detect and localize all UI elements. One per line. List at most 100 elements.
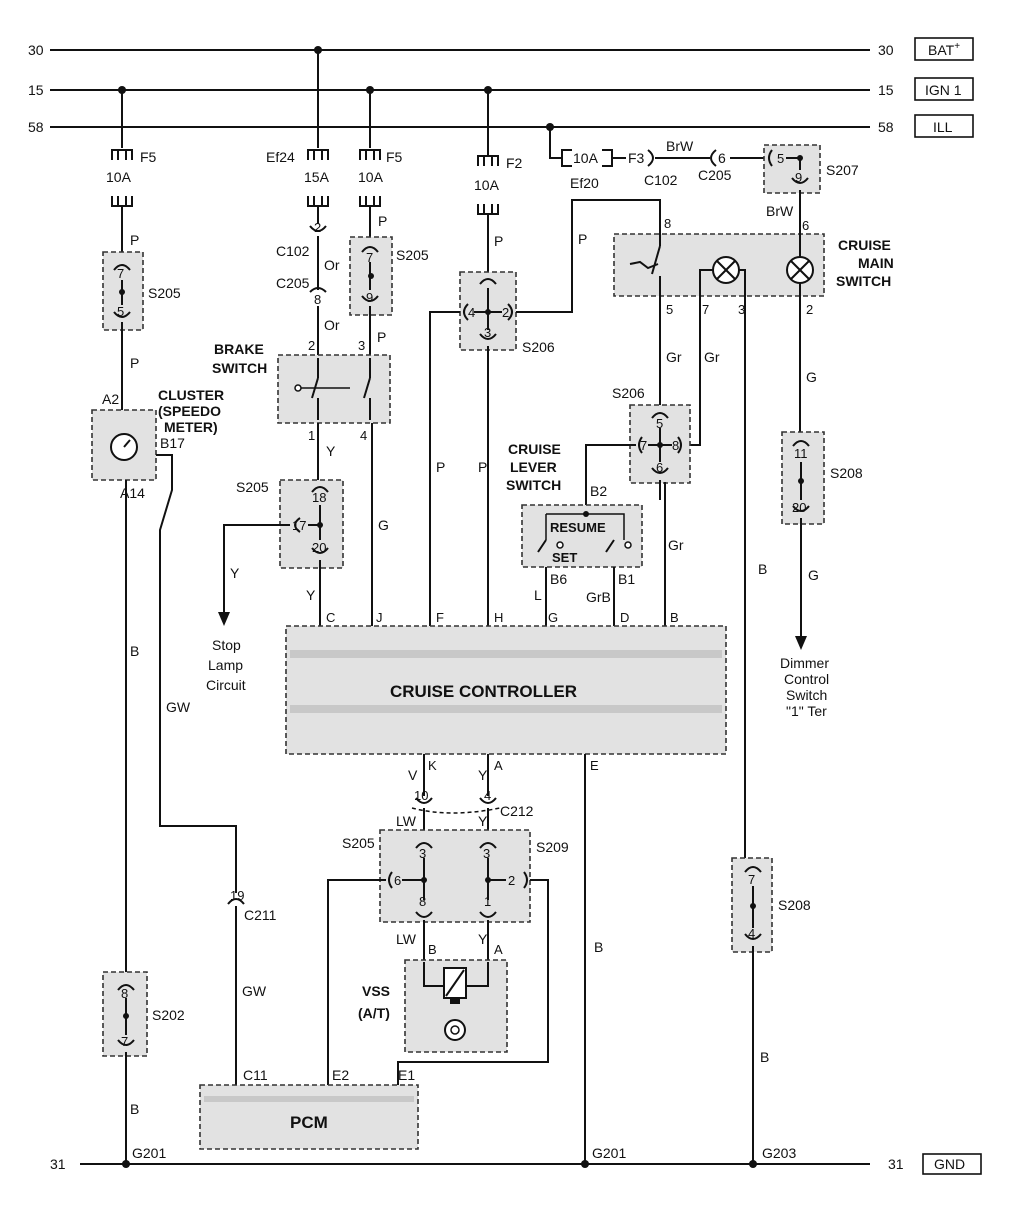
svg-text:2: 2 xyxy=(314,220,321,235)
svg-text:5: 5 xyxy=(117,304,124,319)
wire-p-label-1: P xyxy=(130,232,139,248)
svg-text:METER): METER) xyxy=(164,419,218,435)
pcm-pin-e1: E1 xyxy=(398,1067,415,1083)
svg-text:F: F xyxy=(436,610,444,625)
splice-s207-label: S207 xyxy=(826,162,859,178)
fuse-ef20-name: Ef20 xyxy=(570,175,599,191)
c205-pin-6: 6 xyxy=(718,150,726,166)
cruise-lever-switch: CRUISE LEVER SWITCH B2 RESUME SET B6 B1 xyxy=(506,441,643,587)
ground-g201-middle: G201 xyxy=(592,1145,626,1161)
vss-sensor: VSS (A/T) xyxy=(358,959,508,1053)
svg-text:17: 17 xyxy=(292,518,306,533)
svg-text:3: 3 xyxy=(419,846,426,861)
svg-text:Y: Y xyxy=(306,587,316,603)
svg-text:P: P xyxy=(436,459,445,475)
cruise-main-switch-label: CRUISE xyxy=(838,237,891,253)
connector-c212: C212 xyxy=(500,803,534,819)
cluster-pin-a14: A14 xyxy=(120,485,145,501)
svg-text:SWITCH: SWITCH xyxy=(212,360,267,376)
svg-text:18: 18 xyxy=(312,490,326,505)
rail-58-left-label: 58 xyxy=(28,119,44,135)
svg-text:P: P xyxy=(378,213,387,229)
fuse-ef24: Ef24 15A xyxy=(266,50,330,207)
rail-58-right-label: 58 xyxy=(878,119,894,135)
splice-s207 xyxy=(763,144,821,194)
svg-text:Y: Y xyxy=(326,443,336,459)
svg-text:Dimmer: Dimmer xyxy=(780,655,829,671)
rail-31-right-label: 31 xyxy=(888,1156,904,1172)
svg-text:Or: Or xyxy=(324,257,340,273)
svg-text:B: B xyxy=(130,1101,139,1117)
cruise-controller-label: CRUISE CONTROLLER xyxy=(390,682,577,701)
fuse-ef20-rating: 10A xyxy=(573,150,599,166)
svg-text:(A/T): (A/T) xyxy=(358,1005,390,1021)
rail-15-tag: IGN 1 xyxy=(925,82,962,98)
splice-s209-label: S209 xyxy=(536,839,569,855)
svg-text:Y: Y xyxy=(478,767,488,783)
splice-s208-upper xyxy=(781,431,825,525)
rail-15-left-label: 15 xyxy=(28,82,44,98)
rail-30-tag: BAT+ xyxy=(928,41,960,58)
svg-text:GW: GW xyxy=(242,983,267,999)
svg-text:7: 7 xyxy=(748,872,755,887)
fuse-f5-middle-rating: 10A xyxy=(358,169,384,185)
rail-31: 31 31 GND xyxy=(50,1153,982,1175)
svg-text:LW: LW xyxy=(396,931,417,947)
svg-text:(SPEEDO: (SPEEDO xyxy=(158,403,221,419)
rail-31-tag: GND xyxy=(934,1156,965,1172)
cluster-pin-b17: B17 xyxy=(160,435,185,451)
svg-text:1: 1 xyxy=(308,428,315,443)
splice-s205-label-1: S205 xyxy=(148,285,181,301)
svg-text:SWITCH: SWITCH xyxy=(836,273,891,289)
svg-text:11: 11 xyxy=(794,446,808,461)
fuse-ef20-chain: 10A Ef20 F3 6 BrW C102 C205 xyxy=(549,127,768,191)
fuse-f5-left: F5 10A xyxy=(106,90,157,207)
fuse-f5-middle: F5 10A xyxy=(358,90,403,207)
svg-text:SWITCH: SWITCH xyxy=(506,477,561,493)
splice-s202-label: S202 xyxy=(152,1007,185,1023)
svg-text:Gr: Gr xyxy=(666,349,682,365)
svg-text:G: G xyxy=(808,567,819,583)
svg-text:P: P xyxy=(130,355,139,371)
resume-label: RESUME xyxy=(550,520,606,535)
svg-text:2: 2 xyxy=(308,338,315,353)
svg-text:G: G xyxy=(806,369,817,385)
cruise-lever-switch-label: CRUISE xyxy=(508,441,561,457)
svg-text:7: 7 xyxy=(117,266,124,281)
svg-text:4: 4 xyxy=(360,428,367,443)
splice-s205-label-3: S205 xyxy=(236,479,269,495)
svg-text:E: E xyxy=(590,758,599,773)
svg-text:Switch: Switch xyxy=(786,687,827,703)
svg-text:B: B xyxy=(428,942,437,957)
splice-s206-label-2: S206 xyxy=(612,385,645,401)
brake-switch: BRAKE SWITCH 2 3 1 4 xyxy=(212,338,391,443)
wire-brw-label: BrW xyxy=(666,138,694,154)
connector-c205-left: C205 xyxy=(276,275,310,291)
connector-c102-right: C102 xyxy=(644,172,678,188)
brake-switch-label: BRAKE xyxy=(214,341,264,357)
svg-text:GW: GW xyxy=(166,699,191,715)
cruise-controller: CRUISE CONTROLLER C J F H G D B K A E xyxy=(285,610,727,773)
svg-text:1: 1 xyxy=(484,894,491,909)
cluster-pin-a2: A2 xyxy=(102,391,119,407)
svg-text:8: 8 xyxy=(419,894,426,909)
pcm: PCM E2 E1 xyxy=(199,1067,419,1150)
lever-pin-b6: B6 xyxy=(550,571,567,587)
svg-text:A: A xyxy=(494,942,503,957)
rail-30: 30 30 BAT+ xyxy=(28,37,974,61)
svg-text:3: 3 xyxy=(484,325,491,340)
svg-text:B: B xyxy=(130,643,139,659)
fuse-ef24-name: Ef24 xyxy=(266,149,295,165)
svg-text:P: P xyxy=(377,329,386,345)
svg-text:"1" Ter: "1" Ter xyxy=(786,703,827,719)
svg-text:3: 3 xyxy=(358,338,365,353)
ground-g203: G203 xyxy=(762,1145,796,1161)
svg-text:Y: Y xyxy=(230,565,240,581)
fuse-f2-name: F2 xyxy=(506,155,523,171)
svg-text:3: 3 xyxy=(483,846,490,861)
svg-text:9: 9 xyxy=(795,170,802,185)
svg-text:Stop: Stop xyxy=(212,637,241,653)
svg-text:C: C xyxy=(326,610,335,625)
svg-text:P: P xyxy=(478,459,487,475)
